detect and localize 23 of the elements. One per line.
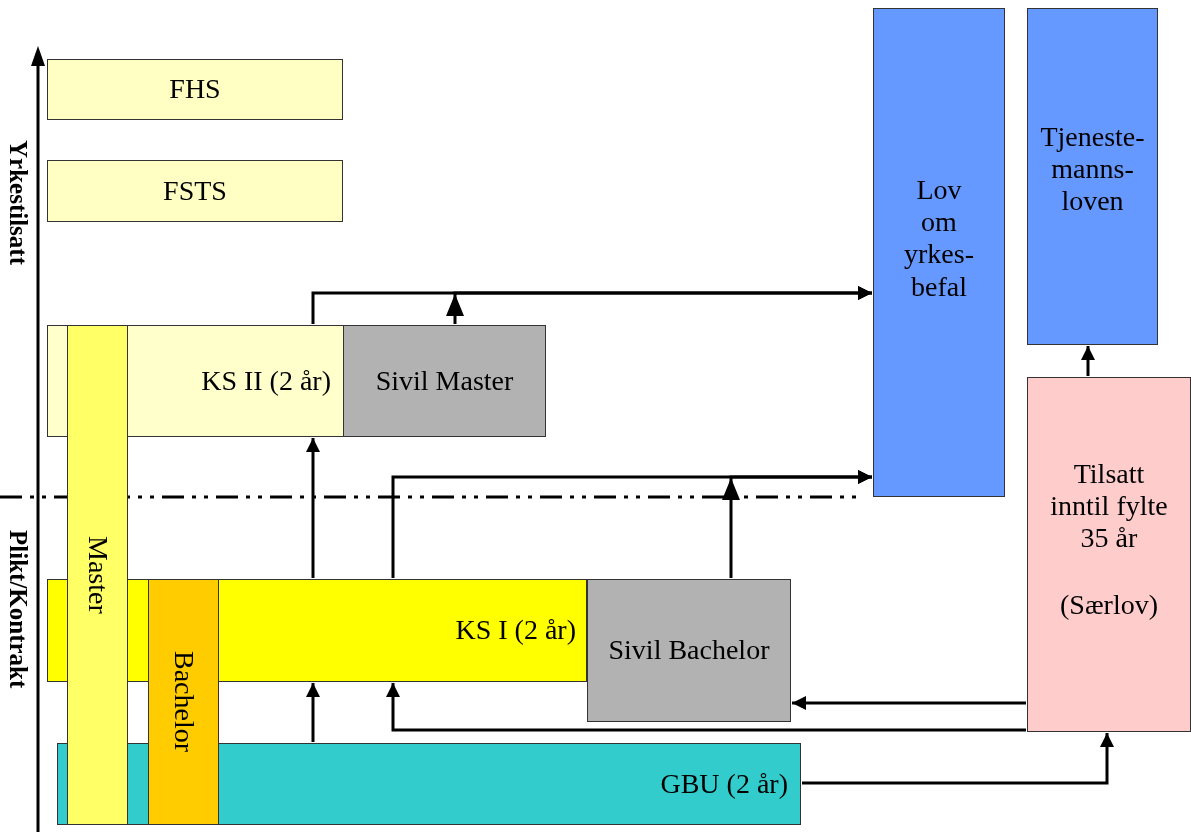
box-label: FHS [169, 73, 221, 106]
course-box [127, 325, 344, 437]
box-label: Tilsatt inntil fylte 35 år [1049, 458, 1169, 555]
degree-box [587, 579, 791, 722]
box-label: Bachelor [167, 651, 200, 753]
contract-box [1027, 377, 1191, 732]
degree-box [343, 325, 546, 437]
degree-bar [67, 325, 128, 825]
law-box [873, 8, 1005, 497]
box-label: Sivil Master [375, 364, 514, 398]
course-box [47, 160, 343, 222]
box-label: FSTS [163, 174, 227, 208]
box-label: KS II (2 år) [201, 364, 331, 398]
box-label: Tjeneste-manns-loven [1039, 121, 1146, 218]
box-label: (Særlov) [1060, 588, 1158, 621]
box-label: Master [81, 536, 114, 614]
box-label: KS I (2 år) [455, 614, 576, 647]
box-label: Sivil Bachelor [608, 634, 770, 667]
course-box [47, 59, 343, 120]
law-box [1027, 8, 1158, 345]
degree-bar [148, 579, 219, 825]
box-label: Lov om yrkes-befal [903, 174, 975, 303]
box-label: GBU (2 år) [660, 767, 788, 801]
